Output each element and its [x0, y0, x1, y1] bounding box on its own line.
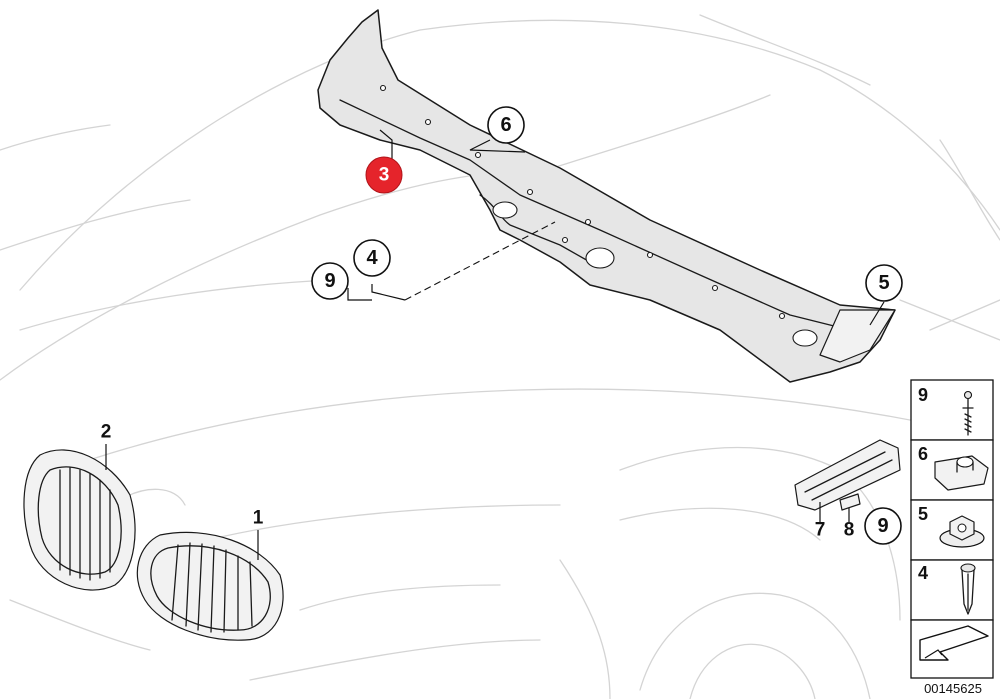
callout-label: 5	[878, 272, 889, 294]
callout-6[interactable]: 6	[487, 106, 525, 144]
kidney-grille-right	[136, 531, 284, 641]
callout-circle	[865, 264, 903, 302]
document-number: 00145625	[924, 681, 982, 696]
callout-layer: 6 4 9 5 9 3 2 1 7 8	[101, 106, 903, 545]
label-1: 1	[253, 508, 264, 529]
arrow-icon	[919, 625, 989, 661]
callout-circle	[353, 239, 391, 277]
legend-label-5: 5	[918, 504, 928, 524]
screw-icon	[962, 390, 974, 436]
legend-box-9	[910, 379, 994, 441]
callout-circle	[864, 507, 902, 545]
label-7: 7	[815, 520, 826, 541]
hex-nut-icon	[939, 515, 985, 548]
label-8: 8	[844, 520, 855, 541]
callout-label: 9	[877, 515, 888, 537]
callout-label: 4	[366, 247, 378, 269]
parts-legend: 9 6 5 4 00145625	[910, 379, 994, 696]
expanding-rivet-icon	[960, 563, 976, 615]
legend-label-6: 6	[918, 444, 928, 464]
callout-3-highlighted[interactable]: 3	[365, 156, 403, 194]
highlight-circle	[365, 156, 403, 194]
kidney-grille-left	[23, 449, 136, 591]
seal-strip-part	[794, 439, 901, 511]
callout-label: 6	[500, 114, 511, 136]
legend-label-4: 4	[918, 563, 928, 583]
cowl-panel-part	[317, 9, 896, 383]
legend-box-4	[910, 559, 994, 621]
clip-nut-icon	[934, 455, 989, 491]
highlight-label: 3	[379, 165, 390, 186]
callout-5[interactable]: 5	[865, 264, 903, 302]
callout-label: 9	[324, 270, 335, 292]
callout-9-bottom[interactable]: 9	[864, 507, 902, 545]
legend-label-9: 9	[918, 385, 928, 405]
callout-9-top[interactable]: 9	[311, 262, 349, 300]
label-2: 2	[101, 422, 112, 443]
callout-circle	[487, 106, 525, 144]
callout-4[interactable]: 4	[353, 239, 391, 277]
callout-circle	[311, 262, 349, 300]
